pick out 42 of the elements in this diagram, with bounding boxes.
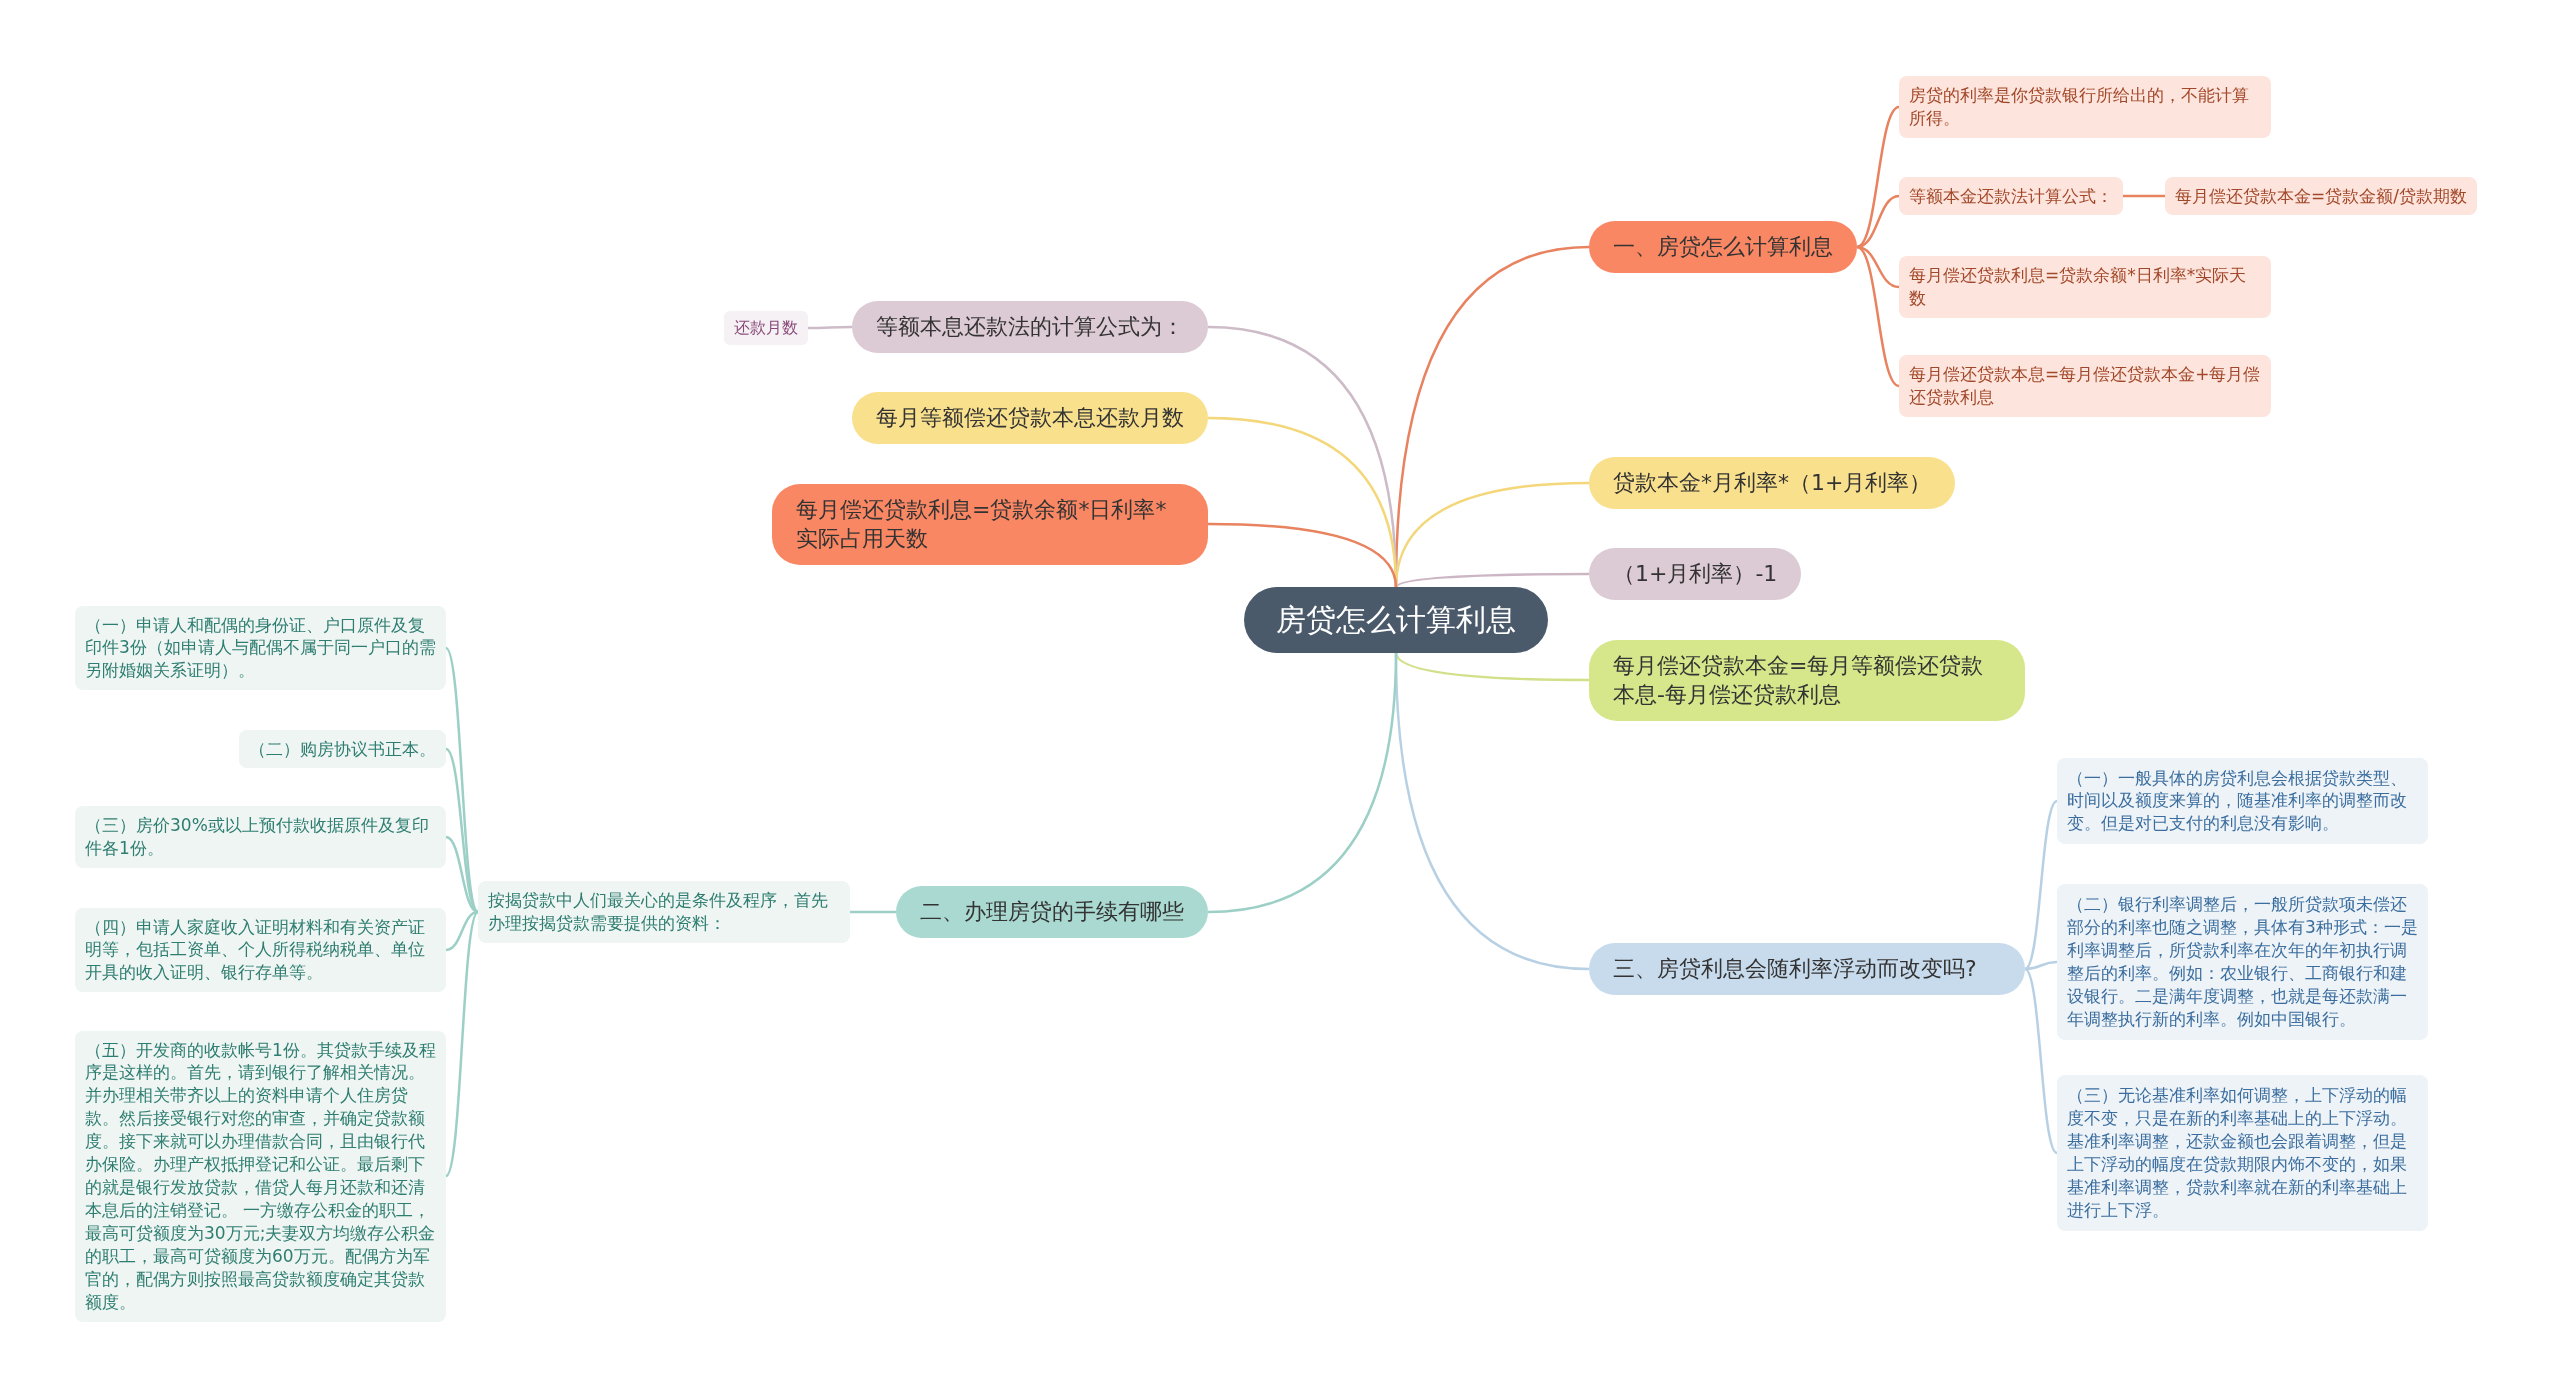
connector-line <box>1207 652 1398 914</box>
connector-line <box>1208 522 1398 588</box>
subtopic-note: （五）开发商的收款帐号1份。其贷款手续及程序是这样的。首先，请到银行了解相关情况。并办理相关带齐以上的资料申请个人住房贷款。然后接受银行对您的审查，并确定贷款额度。接下来就可以办理借款合同，且由银行代办保险。办理产权抵押登记和公证。最后剩下的就是银行发放贷款，借贷人每月还款和还清本息后的注销登记。 一方缴存公积金的职工，最高可贷额度为30万元;夫妻双方均缴存公积金的职工，最高可贷额度为60万元。配偶方为军官的，配偶方则按照最高贷款额度确定其贷款额度。 <box>75 1030 446 1322</box>
connector-line <box>2123 194 2165 198</box>
connector-line <box>1395 572 1589 589</box>
branch-topic: 一、房贷怎么计算利息 <box>1589 221 1857 273</box>
connector-line <box>2024 968 2058 1154</box>
subtopic-note: （二）购房协议书正本。 <box>239 729 446 769</box>
branch-topic: 每月偿还贷款本金=每月等额偿还贷款本息-每月偿还贷款利息 <box>1589 639 2025 721</box>
branch-topic: 贷款本金*月利率*（1+月利率） <box>1589 457 1956 509</box>
branch-topic: （1+月利率）-1 <box>1589 548 1802 600</box>
connector-line <box>445 748 479 913</box>
connector-line <box>444 911 480 1177</box>
subtopic-note: 每月偿还贷款本息=每月偿还贷款本金+每月偿还贷款利息 <box>1899 355 2271 417</box>
subtopic-note: （四）申请人家庭收入证明材料和有关资产证明等，包括工资单、个人所得税纳税单、单位开具的收入证明、银行存单等。 <box>75 907 446 993</box>
connector-line <box>808 325 852 330</box>
connector-line <box>2024 800 2058 970</box>
subtopic-note: （一）申请人和配偶的身份证、户口原件及复印件3份（如申请人与配偶不属于同一户口的需另附婚姻关系证明）。 <box>75 605 446 691</box>
subtopic-note: 房贷的利率是你贷款银行所给出的，不能计算所得。 <box>1899 76 2271 138</box>
subtopic-note: （三）无论基准利率如何调整，上下浮动的幅度不变，只是在新的利率基础上的上下浮动。基准利率调整，还款金额也会跟着调整，但是上下浮动的幅度在贷款期限内饰不变的，如果基准利率调整，贷款利率就在新的利率基础上进行上下浮。 <box>2057 1075 2428 1231</box>
branch-topic: 二、办理房贷的手续有哪些 <box>896 886 1208 938</box>
connector-line <box>1856 105 1900 249</box>
subtopic-note: （三）房价30%或以上预付款收据原件及复印件各1份。 <box>75 806 446 868</box>
connector-line <box>1856 245 1900 388</box>
connector-line <box>1394 652 1589 682</box>
subtopic-note: 每月偿还贷款利息=贷款余额*日利率*实际天数 <box>1899 256 2271 318</box>
subtopic-tag: 还款月数 <box>724 311 808 345</box>
central-topic: 房贷怎么计算利息 <box>1244 586 1548 653</box>
connector-line <box>444 647 480 913</box>
connector-line <box>445 910 479 952</box>
connector-line <box>850 910 896 914</box>
subtopic-note: 每月偿还贷款本金=贷款金额/贷款期数 <box>2165 176 2477 216</box>
branch-topic: 每月偿还贷款利息=贷款余额*日利率*实际占用天数 <box>772 483 1208 565</box>
branch-topic: 等额本息还款法的计算公式为： <box>852 301 1208 353</box>
subtopic-note: 按揭贷款中人们最关心的是条件及程序，首先办理按揭贷款需要提供的资料： <box>478 881 850 943</box>
subtopic-note: （一）一般具体的房贷利息会根据贷款类型、时间以及额度来算的，随基准利率的调整而改变。但是对已支付的利息没有影响。 <box>2057 757 2428 845</box>
branch-topic: 三、房贷利息会随利率浮动而改变吗? <box>1589 943 2025 995</box>
branch-topic: 每月等额偿还贷款本息还款月数 <box>852 392 1208 444</box>
connector-line <box>2024 960 2058 971</box>
subtopic-note: 等额本金还款法计算公式： <box>1899 176 2123 216</box>
subtopic-note: （二）银行利率调整后，一般所贷款项未偿还部分的利率也随之调整，具体有3种形式：一是利率调整后，所贷款利率在次年的年初执行调整后的利率。例如：农业银行、工商银行和建设银行。二是满年度调整，也就是每还款满一年调整执行新的利率。例如中国银行。 <box>2057 884 2428 1040</box>
connector-line <box>1856 194 1900 249</box>
